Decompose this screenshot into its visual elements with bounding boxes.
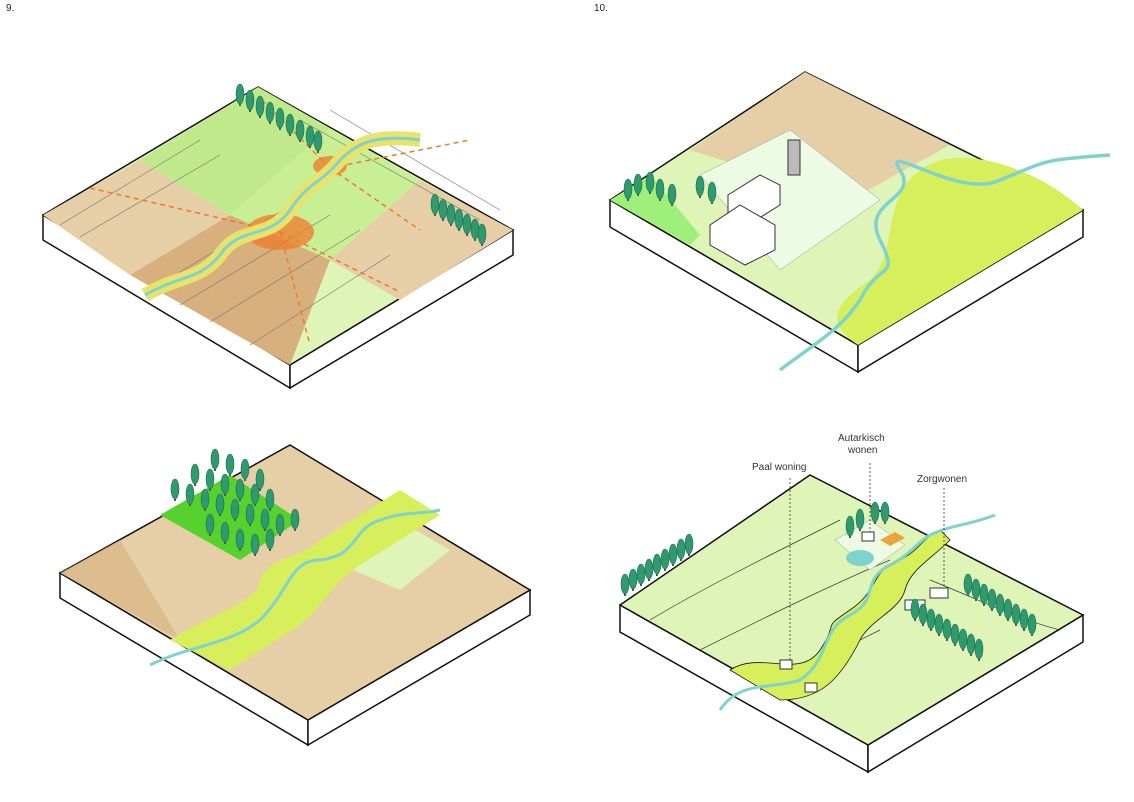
river [778, 153, 1111, 372]
label-paal-woning: Paal woning [752, 462, 807, 473]
block-9-bottom-proposal [58, 444, 532, 747]
river [718, 513, 996, 711]
label-zorgwonen: Zorgwonen [917, 474, 968, 485]
panel-number-9: 9. [6, 3, 15, 14]
river [149, 508, 441, 667]
block-10-top-current [608, 71, 1111, 374]
label-autarkisch-line1: Autarkisch [838, 433, 885, 444]
block-9-top-current [41, 83, 515, 390]
label-autarkisch-line2: wonen [848, 445, 878, 456]
panel-number-10: 10. [594, 3, 608, 14]
farm-barns [709, 139, 801, 266]
block-10-bottom-proposal [618, 463, 1085, 774]
river [144, 136, 421, 297]
